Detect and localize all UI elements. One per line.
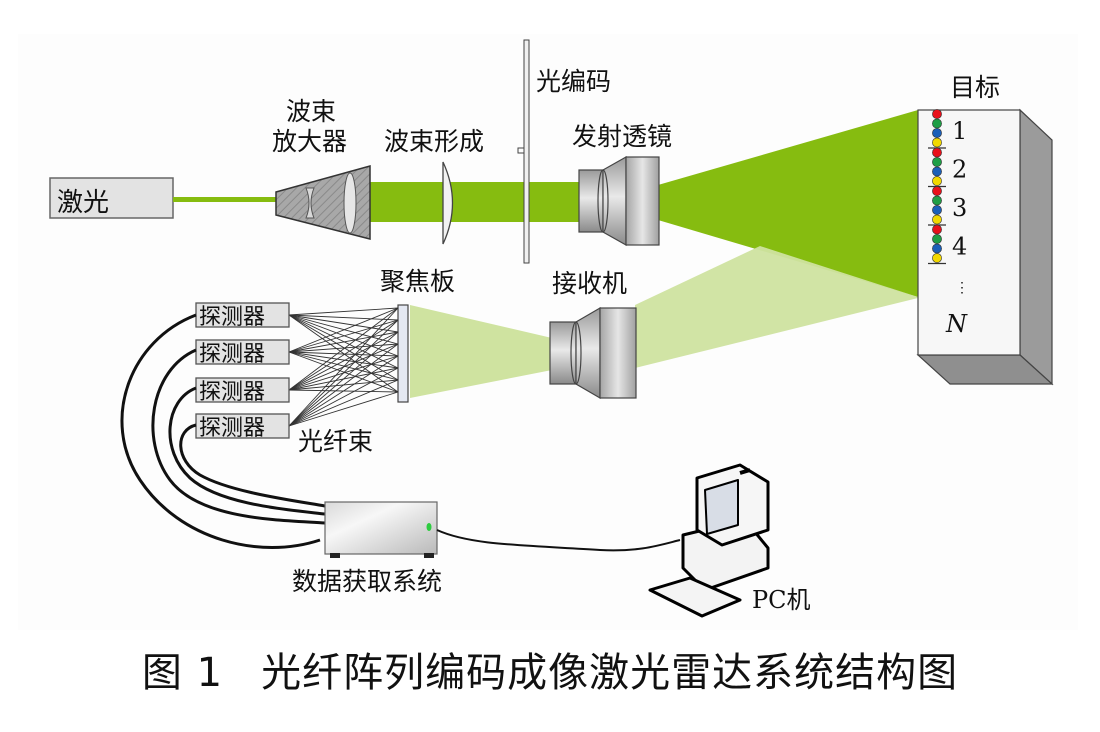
code-bead <box>932 253 942 263</box>
laser-source: 激光 <box>49 177 174 219</box>
fiber-line <box>288 314 399 345</box>
beam-forming-lens <box>442 161 454 245</box>
expanded-beam <box>370 182 582 222</box>
detector: 探测器 <box>195 302 290 330</box>
fiber-line <box>288 307 399 316</box>
return-beam <box>635 246 918 368</box>
fiber-line <box>288 355 399 427</box>
transmit-lens <box>578 155 660 247</box>
fiber-line <box>288 343 399 427</box>
fiber-line <box>288 351 399 381</box>
code-bead <box>932 147 942 158</box>
target-label: 目标 <box>950 73 1000 102</box>
target-code-segment: 3 <box>928 186 967 226</box>
laser-beam-thin <box>173 197 276 202</box>
data-acquisition-unit <box>324 501 438 558</box>
code-bead <box>932 195 942 206</box>
fiber-line <box>288 314 399 357</box>
detector-cables <box>120 313 326 549</box>
receiver-label: 接收机 <box>552 269 627 298</box>
beam-expander-label-line1: 波束 <box>286 97 336 126</box>
detector: 探测器 <box>195 339 290 367</box>
code-bead <box>932 137 942 148</box>
code-bead <box>932 205 942 215</box>
fiber-line <box>288 331 399 353</box>
target-code-segment: 4 <box>928 224 967 265</box>
fiber-line <box>288 351 399 357</box>
fiber-line <box>288 319 399 427</box>
focusing-plate-label: 聚焦板 <box>380 267 455 296</box>
figure-caption: 图 1 光纤阵列编码成像激光雷达系统结构图 <box>0 640 1100 698</box>
code-bead <box>932 186 942 196</box>
focusing-plate <box>397 304 409 403</box>
figure-number: 图 1 <box>141 650 224 696</box>
code-bead <box>932 166 942 177</box>
laser-label: 激光 <box>57 188 109 218</box>
receiver-lens <box>549 306 637 400</box>
code-bead <box>932 176 942 186</box>
fiber-line <box>288 367 399 427</box>
fiber-line <box>288 319 399 391</box>
detector: 探测器 <box>195 377 290 405</box>
detector-label: 探测器 <box>199 342 265 367</box>
code-bead <box>932 128 942 138</box>
fiber-line <box>288 314 399 321</box>
detector-label: 探测器 <box>199 416 265 441</box>
fiber-line <box>288 351 399 369</box>
fiber-bundle <box>288 307 399 427</box>
code-bead <box>932 109 942 119</box>
segment-number: 2 <box>952 156 967 184</box>
fiber-line <box>288 307 399 353</box>
code-bead <box>932 118 942 129</box>
figure-title: 光纤阵列编码成像激光雷达系统结构图 <box>261 650 959 696</box>
fiber-line <box>288 331 399 427</box>
focused-return-beam <box>410 305 552 398</box>
code-bead <box>932 157 942 167</box>
fiber-line <box>288 307 399 427</box>
target-code-beads: 1 2 3 4 ⋮ N <box>928 109 969 338</box>
fiber-line <box>288 331 399 391</box>
fiber-line <box>288 391 399 427</box>
fiber-line <box>288 307 399 391</box>
beam-expander <box>275 165 371 240</box>
fiber-line <box>288 351 399 393</box>
optical-code-plate <box>517 39 530 264</box>
detector-label: 探测器 <box>199 305 265 330</box>
beam-forming-label: 波束形成 <box>384 127 484 156</box>
code-bead <box>932 234 942 244</box>
transmit-beam-cone <box>658 110 918 297</box>
fiber-line <box>288 343 399 353</box>
code-bead <box>932 214 942 225</box>
transmit-lens-label: 发射透镜 <box>572 122 672 151</box>
detector-label: 探测器 <box>199 380 265 405</box>
code-bead <box>932 224 942 235</box>
fiber-line <box>288 379 399 427</box>
pc-computer-icon <box>648 463 770 618</box>
target-code-segment: 1 <box>928 109 967 149</box>
beam-expander-label-line2: 放大器 <box>272 127 347 156</box>
optical-code-label: 光编码 <box>536 67 611 96</box>
code-bead <box>932 243 942 254</box>
pc-cable <box>436 529 681 552</box>
pc-label: PC机 <box>752 586 811 614</box>
segment-ellipsis: ⋮ <box>955 280 969 296</box>
fiber-line <box>288 314 399 381</box>
detector: 探测器 <box>195 413 290 441</box>
segment-number: 1 <box>952 117 967 145</box>
data-acquisition-label: 数据获取系统 <box>292 567 442 596</box>
fiber-line <box>288 314 399 369</box>
status-led-icon <box>426 523 432 531</box>
segment-number: 4 <box>952 233 967 261</box>
fiber-line <box>288 314 399 393</box>
fiber-bundle-label: 光纤束 <box>298 427 373 456</box>
segment-last: N <box>945 310 968 338</box>
segment-number: 3 <box>952 194 967 222</box>
fiber-line <box>288 314 399 333</box>
fiber-line <box>288 319 399 353</box>
